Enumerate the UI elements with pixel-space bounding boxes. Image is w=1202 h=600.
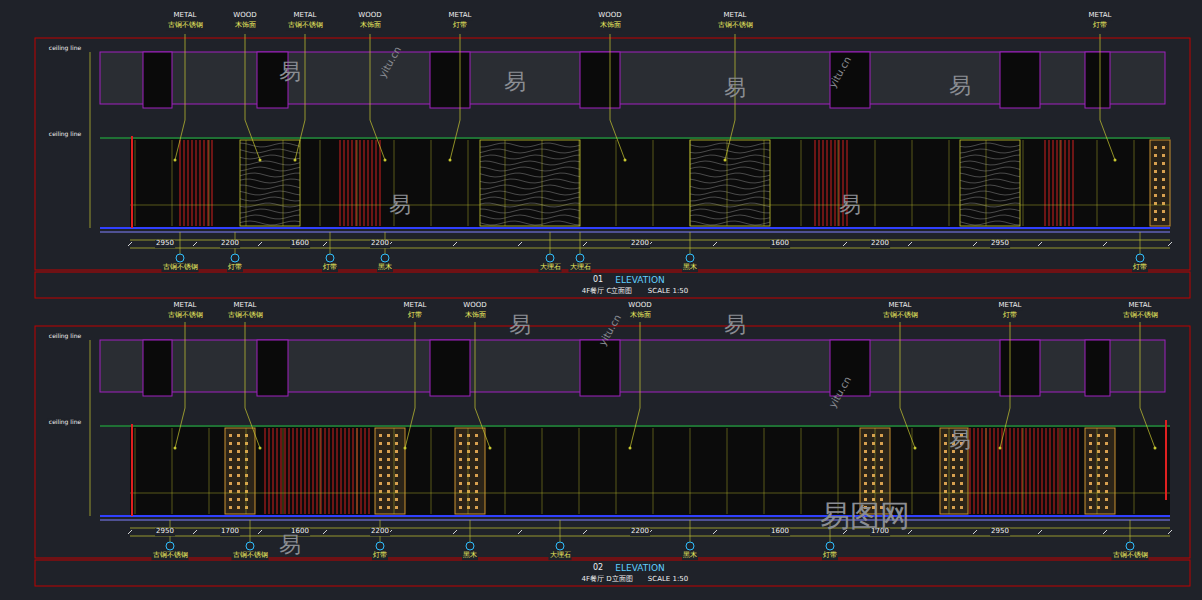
watermark: 易	[278, 60, 302, 84]
elevation-view	[35, 322, 1190, 586]
material-name: 灯带	[452, 22, 468, 30]
material-name: 木饰面	[359, 22, 382, 30]
title-text: SCALE 1:50	[647, 288, 689, 296]
material-code: METAL	[1088, 12, 1113, 20]
watermark: 易	[508, 313, 532, 337]
title-text: 4F餐厅 C立面图	[581, 288, 634, 296]
tag-label: 古铜不锈钢	[162, 264, 199, 272]
watermark: 易	[278, 533, 302, 557]
tag-label: 黑木	[682, 552, 698, 560]
tag-label: 灯带	[1132, 264, 1148, 272]
material-code: METAL	[403, 302, 428, 310]
title-text: 01	[592, 276, 604, 285]
material-name: 灯带	[1002, 312, 1018, 320]
title-text: ELEVATION	[614, 276, 665, 286]
material-name: 古铜不锈钢	[167, 22, 204, 30]
material-name: 古铜不锈钢	[167, 312, 204, 320]
dimension: 2200	[870, 240, 890, 248]
watermark: 易	[388, 193, 412, 217]
tag-label: 大理石	[569, 264, 592, 272]
material-name: 木饰面	[629, 312, 652, 320]
material-code: METAL	[173, 12, 198, 20]
material-code: METAL	[998, 302, 1023, 310]
material-code: WOOD	[627, 302, 652, 310]
marker-line	[1165, 420, 1167, 500]
material-code: WOOD	[232, 12, 257, 20]
watermark: 易	[948, 428, 972, 452]
dimension: 2200	[630, 240, 650, 248]
dimension: 1600	[290, 240, 310, 248]
watermark: 易	[948, 74, 972, 98]
material-name: 古铜不锈钢	[287, 22, 324, 30]
tag-label: 古铜不锈钢	[232, 552, 269, 560]
material-name: 灯带	[1092, 22, 1108, 30]
tag-label: 灯带	[322, 264, 338, 272]
elevation-view	[35, 34, 1190, 298]
dimension: 2950	[155, 528, 175, 536]
material-code: WOOD	[462, 302, 487, 310]
dimension: 2200	[630, 528, 650, 536]
tag-label: 大理石	[549, 552, 572, 560]
tag-label: 灯带	[822, 552, 838, 560]
watermark: 易	[723, 313, 747, 337]
tag-label: 古铜不锈钢	[1112, 552, 1149, 560]
dimension: 1700	[220, 528, 240, 536]
material-name: 木饰面	[464, 312, 487, 320]
tag-label: 灯带	[372, 552, 388, 560]
dimension: 1600	[770, 528, 790, 536]
material-name: 木饰面	[234, 22, 257, 30]
material-code: METAL	[173, 302, 198, 310]
dimension: 2950	[990, 240, 1010, 248]
material-name: 古铜不锈钢	[717, 22, 754, 30]
watermark: 易图网	[819, 499, 911, 532]
material-name: 灯带	[407, 312, 423, 320]
dimension: 2950	[155, 240, 175, 248]
dimension: 2200	[220, 240, 240, 248]
watermark: 易	[838, 193, 862, 217]
tag-label: 黑木	[682, 264, 698, 272]
level-label: ceiling line	[48, 45, 82, 52]
material-code: WOOD	[357, 12, 382, 20]
watermark: 易	[503, 70, 527, 94]
dimension: 2200	[370, 528, 390, 536]
material-code: WOOD	[597, 12, 622, 20]
material-code: METAL	[448, 12, 473, 20]
tag-label: 大理石	[539, 264, 562, 272]
tag-label: 灯带	[227, 264, 243, 272]
tag-label: 古铜不锈钢	[152, 552, 189, 560]
title-text: 02	[592, 564, 604, 573]
dimension: 2950	[990, 528, 1010, 536]
material-code: METAL	[293, 12, 318, 20]
level-label: ceiling line	[48, 131, 82, 138]
material-name: 古铜不锈钢	[882, 312, 919, 320]
material-code: METAL	[233, 302, 258, 310]
material-code: METAL	[1128, 302, 1153, 310]
tag-label: 黑木	[462, 552, 478, 560]
material-code: METAL	[888, 302, 913, 310]
title-text: 4F餐厅 D立面图	[580, 576, 633, 584]
material-name: 木饰面	[599, 22, 622, 30]
title-text: SCALE 1:50	[647, 576, 689, 584]
dimension: 2200	[370, 240, 390, 248]
level-label: ceiling line	[48, 419, 82, 426]
material-code: METAL	[723, 12, 748, 20]
material-name: 古铜不锈钢	[227, 312, 264, 320]
tag-label: 黑木	[377, 264, 393, 272]
title-text: ELEVATION	[614, 564, 665, 574]
level-label: ceiling line	[48, 333, 82, 340]
dimension: 1600	[770, 240, 790, 248]
watermark: 易	[723, 76, 747, 100]
material-name: 古铜不锈钢	[1122, 312, 1159, 320]
